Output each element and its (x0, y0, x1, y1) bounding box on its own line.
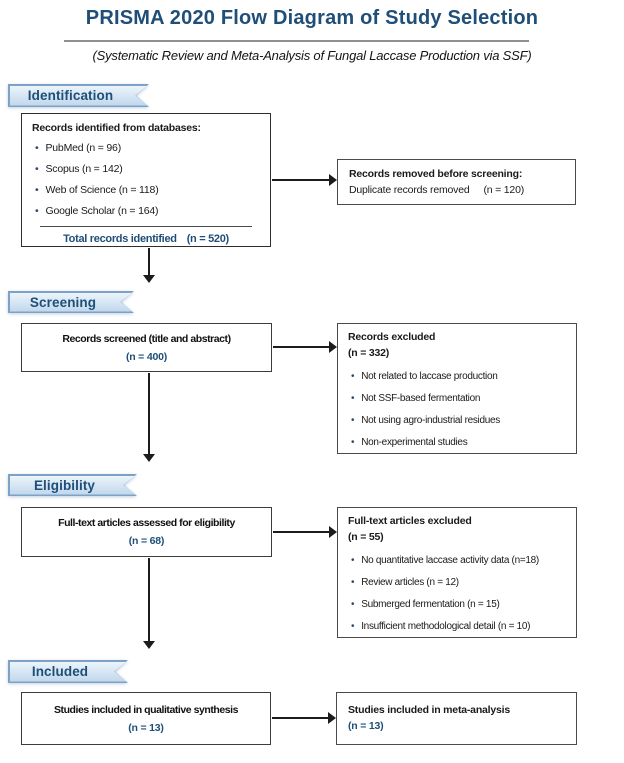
list-item-text: Web of Science (n = 118) (45, 184, 159, 196)
list-item-text: Not using agro-industrial residues (361, 415, 500, 426)
list-item: • Web of Science (n = 118) (32, 180, 260, 201)
arrow-right-identified-to-removed (272, 174, 337, 186)
box-title: Studies included in qualitative synthesi… (53, 703, 238, 716)
box-records-excluded: Records excluded (n = 332) • Not related … (337, 323, 577, 454)
bullet-icon: • (351, 599, 355, 610)
list-item: • Not SSF-based fermentation (348, 388, 566, 410)
box-title: Records screened (title and abstract) (62, 332, 231, 345)
bullet-icon: • (351, 415, 355, 426)
bullet-icon: • (35, 163, 39, 175)
bullet-icon: • (351, 371, 355, 382)
box-records-identified: Records identified from databases: • PubM… (21, 113, 271, 247)
box-count: (n = 400) (125, 350, 168, 363)
list-item: • Non-experimental studies (348, 432, 566, 454)
exclusion-reason-list: • Not related to laccase production • Not … (348, 366, 566, 454)
banner-face: Included (10, 662, 127, 682)
total-label: Total records identified (63, 233, 177, 245)
arrow-right-qualitative-to-meta (272, 712, 336, 724)
box-title: Full-text articles excluded (348, 515, 472, 527)
box-title: Records removed before screening: (349, 168, 523, 180)
bullet-icon: • (351, 393, 355, 404)
bullet-icon: • (35, 205, 39, 217)
list-item-text: Google Scholar (n = 164) (45, 205, 159, 217)
list-item: • Review articles (n = 12) (348, 572, 566, 594)
exclusion-reason-list: • No quantitative laccase activity data (… (348, 550, 566, 638)
phase-label: Eligibility (33, 477, 96, 493)
list-item-text: Not SSF-based fermentation (361, 393, 481, 404)
arrow-down-identified-to-screened (143, 248, 155, 283)
database-list: • PubMed (n = 96) • Scopus (n = 142) • Web … (32, 138, 260, 222)
box-fulltext-excluded: Full-text articles excluded (n = 55) • No… (337, 507, 577, 638)
phase-banner-included: Included (8, 660, 128, 683)
phase-banner-eligibility: Eligibility (8, 474, 137, 496)
bullet-icon: • (35, 184, 39, 196)
title-divider (64, 40, 529, 42)
phase-label: Identification (27, 88, 114, 103)
list-item: • Insufficient methodological detail (n =… (348, 616, 566, 638)
list-item: • PubMed (n = 96) (32, 138, 260, 159)
total-divider-line (40, 226, 252, 227)
phase-label: Included (31, 664, 89, 679)
list-item-text: PubMed (n = 96) (45, 142, 121, 154)
list-item-text: Review articles (n = 12) (361, 577, 459, 588)
arrow-down-assessed-to-included (143, 558, 155, 649)
box-title: Full-text articles assessed for eligibil… (58, 517, 235, 529)
box-fulltext-assessed: Full-text articles assessed for eligibil… (21, 507, 272, 557)
reason-text: Duplicate records removed (349, 184, 470, 196)
list-item-text: Submerged fermentation (n = 15) (361, 599, 500, 610)
removal-reason-line: Duplicate records removed (n = 120) (349, 182, 564, 198)
box-count: (n = 68) (128, 535, 165, 547)
box-title: Records identified from databases: (32, 122, 201, 134)
box-title: Studies included in meta-analysis (348, 704, 511, 716)
box-count: (n = 13) (348, 720, 384, 732)
arrow-right-screened-to-excluded (273, 341, 337, 353)
list-item-text: Insufficient methodological detail (n = … (361, 621, 531, 632)
list-item-text: No quantitative laccase activity data (n… (361, 555, 539, 566)
phase-banner-screening: Screening (8, 291, 134, 313)
list-item: • Not using agro-industrial residues (348, 410, 566, 432)
list-item: • No quantitative laccase activity data (… (348, 550, 566, 572)
phase-label: Screening (29, 294, 97, 310)
box-meta-analysis: Studies included in meta-analysis (n = 1… (336, 692, 577, 745)
reason-count: (n = 120) (483, 184, 525, 196)
box-records-screened: Records screened (title and abstract) (n… (21, 323, 272, 372)
total-records-line: Total records identified (n = 520) (32, 231, 260, 247)
list-item-text: Scopus (n = 142) (45, 163, 123, 175)
list-item: • Google Scholar (n = 164) (32, 201, 260, 222)
bullet-icon: • (35, 142, 39, 154)
bullet-icon: • (351, 555, 355, 566)
bullet-icon: • (351, 577, 355, 588)
total-count: (n = 520) (186, 233, 230, 245)
banner-face: Eligibility (10, 476, 136, 495)
box-records-removed: Records removed before screening: Duplic… (337, 159, 576, 205)
box-count: (n = 332) (348, 347, 390, 359)
page-title: PRISMA 2020 Flow Diagram of Study Select… (85, 7, 539, 29)
phase-banner-identification: Identification (8, 84, 149, 107)
bullet-icon: • (351, 437, 355, 448)
list-item-text: Not related to laccase production (361, 371, 498, 382)
box-count: (n = 55) (348, 531, 384, 543)
page-subtitle: (Systematic Review and Meta-Analysis of … (92, 48, 532, 63)
banner-face: Identification (10, 86, 148, 106)
arrow-right-assessed-to-ft-excluded (273, 526, 337, 538)
box-title: Records excluded (348, 331, 436, 343)
list-item: • Submerged fermentation (n = 15) (348, 594, 566, 616)
list-item: • Scopus (n = 142) (32, 159, 260, 180)
list-item: • Not related to laccase production (348, 366, 566, 388)
banner-face: Screening (10, 293, 133, 312)
bullet-icon: • (351, 621, 355, 632)
arrow-down-screened-to-assessed (143, 373, 155, 462)
list-item-text: Non-experimental studies (361, 437, 468, 448)
box-count: (n = 13) (128, 721, 164, 734)
box-qualitative-synthesis: Studies included in qualitative synthesi… (21, 692, 271, 745)
